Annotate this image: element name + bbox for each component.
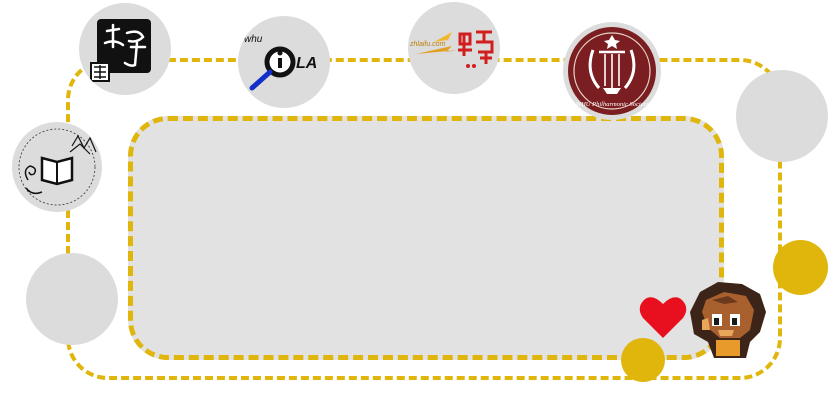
content-panel [128,116,724,360]
book-ornament-icon [18,128,97,206]
placeholder-circle-left [26,253,118,345]
calligraphy-logo-badge[interactable] [79,3,171,95]
ila-mark-text: LA [296,55,317,72]
emblem-caption: WHU Philharmonic Society [576,101,649,108]
ila-logo-badge[interactable]: whu LA [238,16,330,108]
calligraphy-seal-icon [90,19,151,82]
yellow-node-bottom [621,338,665,382]
ila-magnifier-icon: whu LA [244,34,317,91]
philharmonic-logo-badge[interactable]: WHU Philharmonic Society [563,22,661,120]
ila-small-text: whu [244,34,263,45]
heart-icon [639,297,687,338]
book-logo-badge[interactable] [12,122,102,212]
mascot-icon[interactable] [684,278,768,362]
zhlaifu-icon: zhlaifu.com [409,30,494,68]
zhlaifu-logo-badge[interactable]: zhlaifu.com [408,2,500,94]
zhlaifu-small-text: zhlaifu.com [409,41,446,48]
lyre-emblem-icon: WHU Philharmonic Society [568,27,656,115]
yellow-node-right [773,240,828,295]
placeholder-circle-right [736,70,828,162]
